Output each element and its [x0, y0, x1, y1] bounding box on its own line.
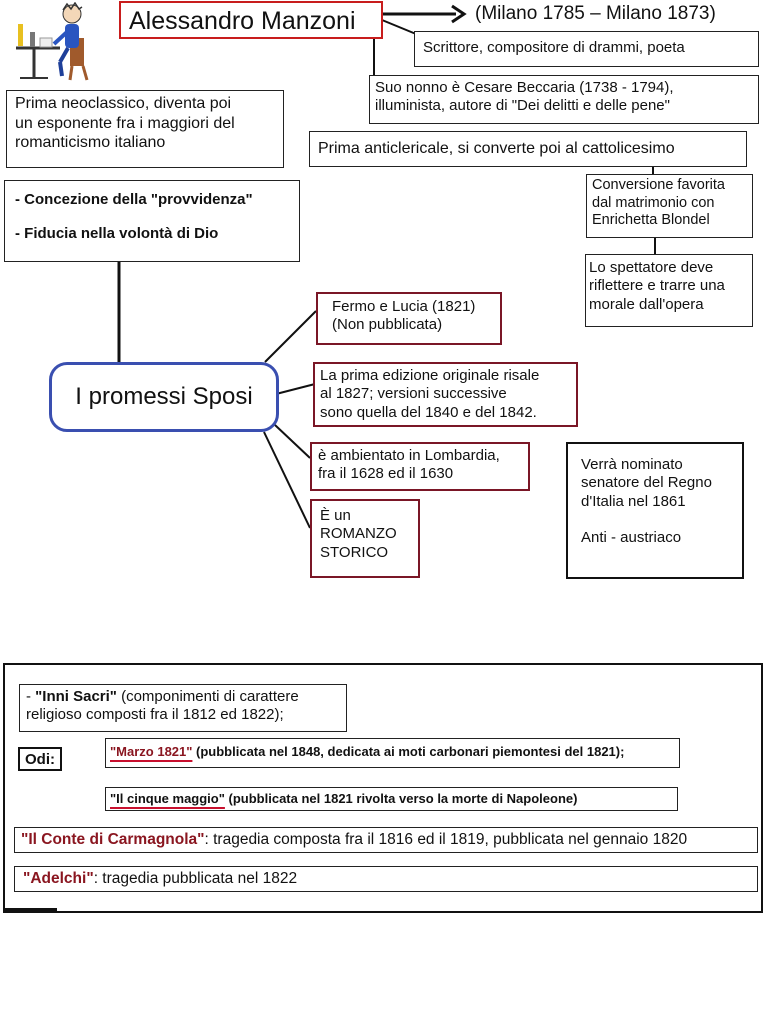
grandfather-line: illuminista, autore di "Dei delitti e de… — [375, 97, 753, 115]
conte-title: "Il Conte di Carmagnola" — [21, 831, 205, 848]
religion-text: Prima anticlericale, si converte poi al … — [318, 140, 675, 157]
fermo-line: (Non pubblicata) — [332, 316, 486, 334]
spectator-line: riflettere e trarre una — [589, 277, 749, 295]
edition-box: La prima edizione originale risale al 18… — [313, 362, 578, 427]
connector-novel-fermo — [265, 311, 316, 362]
connector-novel-genre — [264, 432, 310, 528]
conversion-box: Conversione favorita dal matrimonio con … — [586, 174, 753, 238]
religion-box: Prima anticlericale, si converte poi al … — [309, 131, 747, 167]
spectator-line: morale dall'opera — [589, 296, 749, 314]
odi-label-box: Odi: — [18, 747, 62, 771]
novel-title: I promessi Sposi — [75, 382, 252, 411]
edition-line: al 1827; versioni successive — [320, 385, 571, 403]
genre-box: È un ROMANZO STORICO — [310, 499, 420, 578]
odi-label: Odi: — [25, 751, 55, 768]
inni-desc: (componimenti di carattere — [117, 688, 299, 705]
conte-desc: : tragedia composta fra il 1816 ed il 18… — [205, 831, 688, 848]
evolution-line: Prima neoclassico, diventa poi — [15, 94, 275, 114]
evolution-line: un esponente fra i maggiori del — [15, 114, 275, 134]
evolution-line: romanticismo italiano — [15, 133, 275, 153]
setting-box: è ambientato in Lombardia, fra il 1628 e… — [310, 442, 530, 491]
inni-desc-line2: religioso composti fra il 1812 ed 1822); — [26, 706, 340, 724]
spectator-line: Lo spettatore deve — [589, 259, 749, 277]
author-name: Alessandro Manzoni — [129, 7, 356, 35]
connector-novel-edition — [276, 384, 315, 394]
concepts-box: - Concezione della "provvidenza" - Fiduc… — [4, 180, 300, 262]
concept-line: - Concezione della "provvidenza" — [15, 191, 289, 209]
profession-box: Scrittore, compositore di drammi, poeta — [414, 31, 759, 67]
connector-novel-setting — [275, 425, 310, 458]
anti-austrian: Anti - austriaco — [581, 529, 729, 547]
setting-line: fra il 1628 ed il 1630 — [318, 465, 522, 483]
setting-line: è ambientato in Lombardia, — [318, 447, 522, 465]
marzo-box: "Marzo 1821" (pubblicata nel 1848, dedic… — [105, 738, 680, 768]
senator-box: Verrà nominato senatore del Regno d'Ital… — [566, 442, 744, 579]
evolution-box: Prima neoclassico, diventa poi un espone… — [6, 90, 284, 168]
edition-line: La prima edizione originale risale — [320, 367, 571, 385]
senator-line: senatore del Regno — [581, 474, 729, 492]
adelchi-desc: : tragedia pubblicata nel 1822 — [94, 870, 297, 887]
genre-line: È un — [320, 507, 410, 525]
conversion-line: Conversione favorita — [592, 177, 747, 195]
inni-box: - "Inni Sacri" (componimenti di caratter… — [19, 684, 347, 732]
cinque-title: "Il cinque maggio" — [110, 791, 225, 806]
grandfather-box: Suo nonno è Cesare Beccaria (1738 - 1794… — [369, 75, 759, 124]
adelchi-box: "Adelchi": tragedia pubblicata nel 1822 — [14, 866, 758, 892]
connector-title-profession — [382, 20, 416, 34]
edition-line: sono quella del 1840 e del 1842. — [320, 404, 571, 422]
senator-line: d'Italia nel 1861 — [581, 493, 729, 511]
conversion-line: dal matrimonio con — [592, 195, 747, 213]
senator-line: Verrà nominato — [581, 456, 729, 474]
cinque-box: "Il cinque maggio" (pubblicata nel 1821 … — [105, 787, 678, 811]
adelchi-title: "Adelchi" — [23, 870, 94, 887]
life-dates: (Milano 1785 – Milano 1873) — [475, 3, 716, 25]
inni-title: "Inni Sacri" — [35, 688, 117, 705]
fermo-box: Fermo e Lucia (1821) (Non pubblicata) — [316, 292, 502, 345]
concept-line: - Fiducia nella volontà di Dio — [15, 225, 289, 243]
fermo-line: Fermo e Lucia (1821) — [332, 298, 486, 316]
conversion-line: Enrichetta Blondel — [592, 212, 747, 230]
genre-line: ROMANZO — [320, 525, 410, 543]
marzo-desc: (pubblicata nel 1848, dedicata ai moti c… — [192, 744, 624, 759]
inni-dash: - — [26, 688, 35, 705]
cinque-desc: (pubblicata nel 1821 rivolta verso la mo… — [225, 791, 578, 806]
conte-box: "Il Conte di Carmagnola": tragedia compo… — [14, 827, 758, 853]
writer-illustration — [10, 2, 100, 82]
marzo-title: "Marzo 1821" — [110, 744, 192, 759]
author-name-box: Alessandro Manzoni — [119, 1, 383, 39]
profession-text: Scrittore, compositore di drammi, poeta — [423, 39, 685, 56]
spectator-box: Lo spettatore deve riflettere e trarre u… — [585, 254, 753, 327]
grandfather-line: Suo nonno è Cesare Beccaria (1738 - 1794… — [375, 79, 753, 97]
novel-node: I promessi Sposi — [49, 362, 279, 432]
works-underline — [5, 908, 57, 911]
genre-line: STORICO — [320, 544, 410, 562]
